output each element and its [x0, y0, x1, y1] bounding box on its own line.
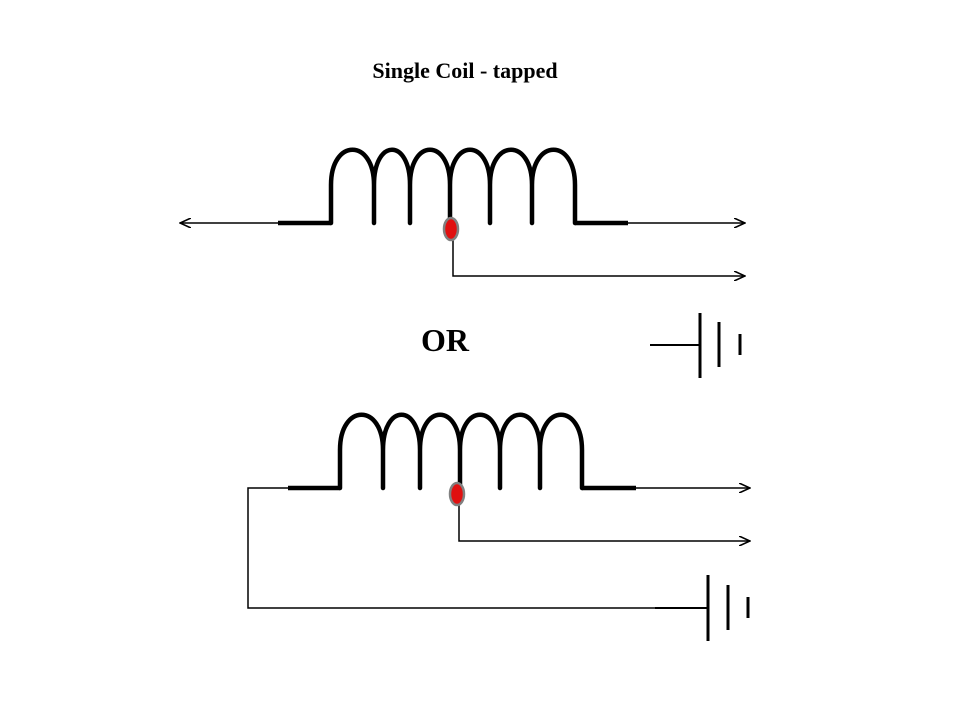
ground-return-lead: [247, 487, 655, 609]
inductor-coil: [328, 147, 578, 226]
inductor-coil: [337, 412, 585, 491]
tap-point-marker: [442, 216, 460, 242]
or-label: OR: [421, 322, 469, 358]
bottom-circuit: [247, 412, 750, 609]
tap-output-lead: [458, 503, 750, 541]
ground-symbol-icon: [650, 313, 742, 378]
slide-title: Single Coil - tapped: [372, 58, 558, 83]
tap-point-marker: [448, 481, 466, 507]
top-circuit: [180, 147, 745, 276]
ground-symbol-icon: [655, 575, 750, 641]
tap-output-lead: [452, 238, 745, 276]
